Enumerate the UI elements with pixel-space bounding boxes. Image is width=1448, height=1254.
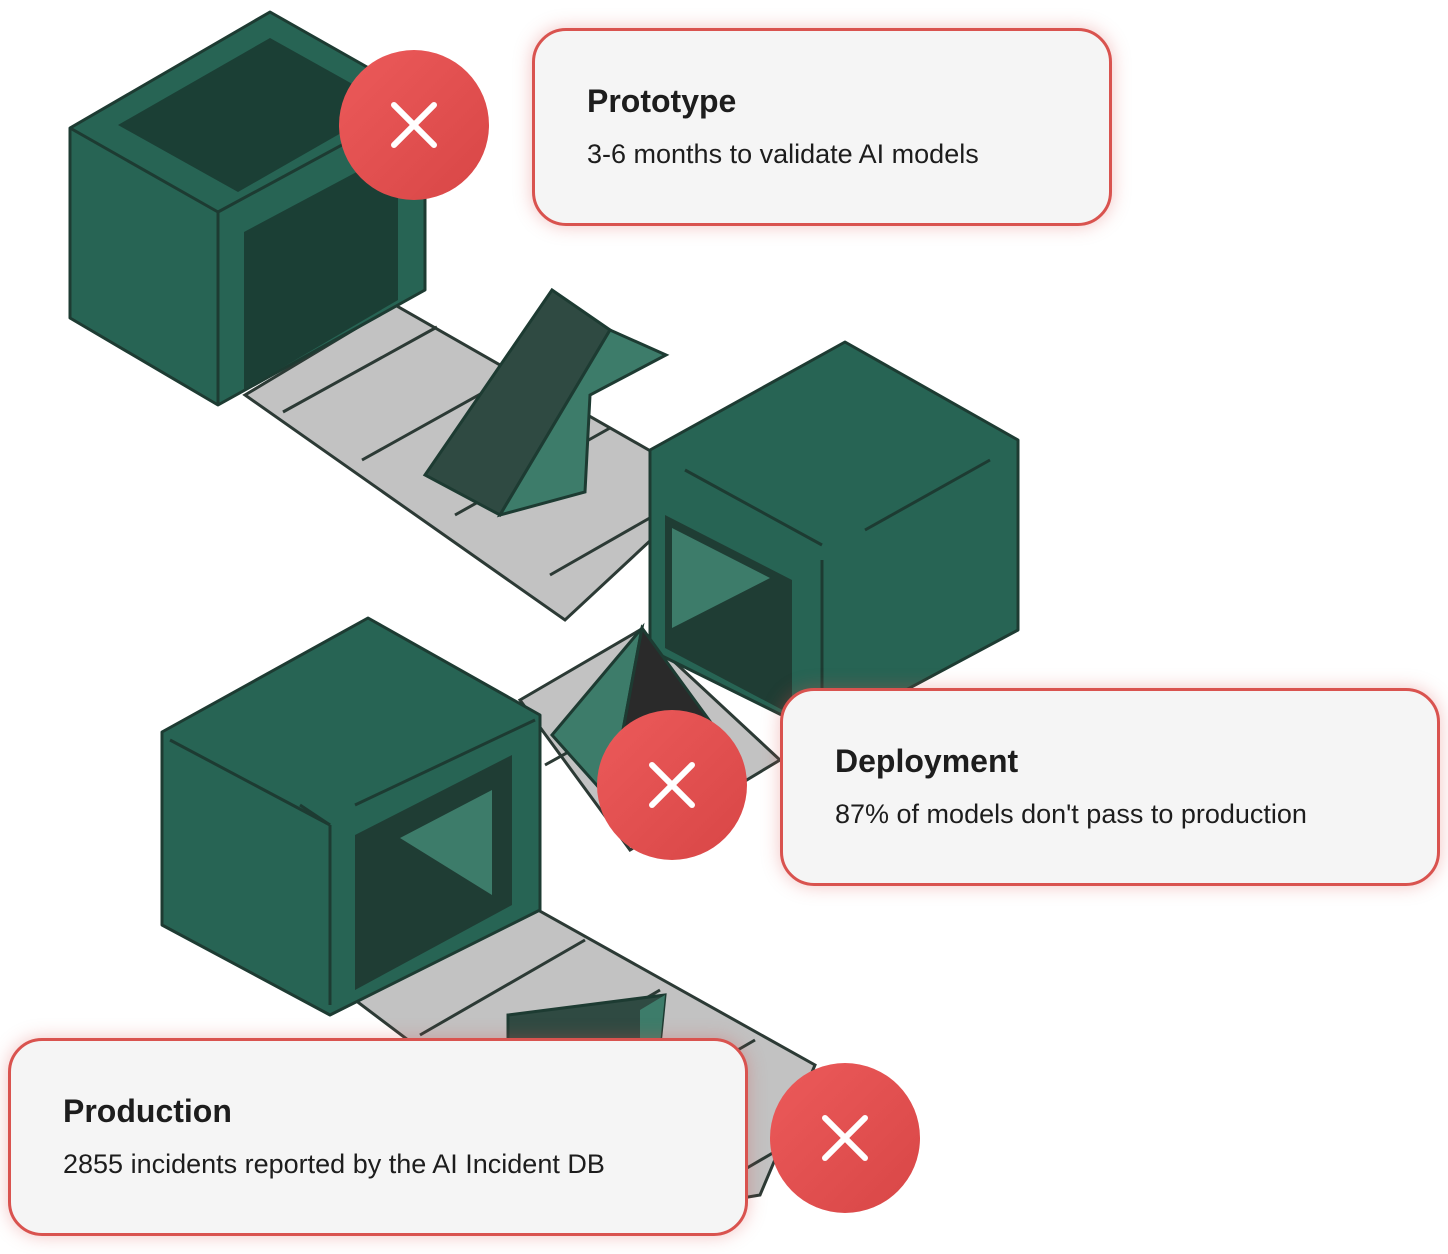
prototype-description: 3-6 months to validate AI models: [587, 139, 979, 169]
deployment-description: 87% of models don't pass to production: [835, 799, 1307, 829]
prototype-box: [68, 10, 427, 407]
production-box: [160, 616, 542, 1017]
close-icon: [339, 50, 489, 200]
prototype-title: Prototype: [587, 83, 737, 119]
falling-item-upper: [422, 287, 670, 518]
deployment-box: [648, 340, 1020, 737]
close-icon: [770, 1063, 920, 1213]
production-description: 2855 incidents reported by the AI Incide…: [63, 1149, 605, 1179]
deployment-card: Deployment 87% of models don't pass to p…: [780, 688, 1440, 886]
close-icon: [597, 710, 747, 860]
production-card: Production 2855 incidents reported by th…: [8, 1038, 748, 1236]
deployment-title: Deployment: [835, 743, 1019, 779]
production-title: Production: [63, 1093, 232, 1129]
prototype-card: Prototype 3-6 months to validate AI mode…: [532, 28, 1112, 226]
